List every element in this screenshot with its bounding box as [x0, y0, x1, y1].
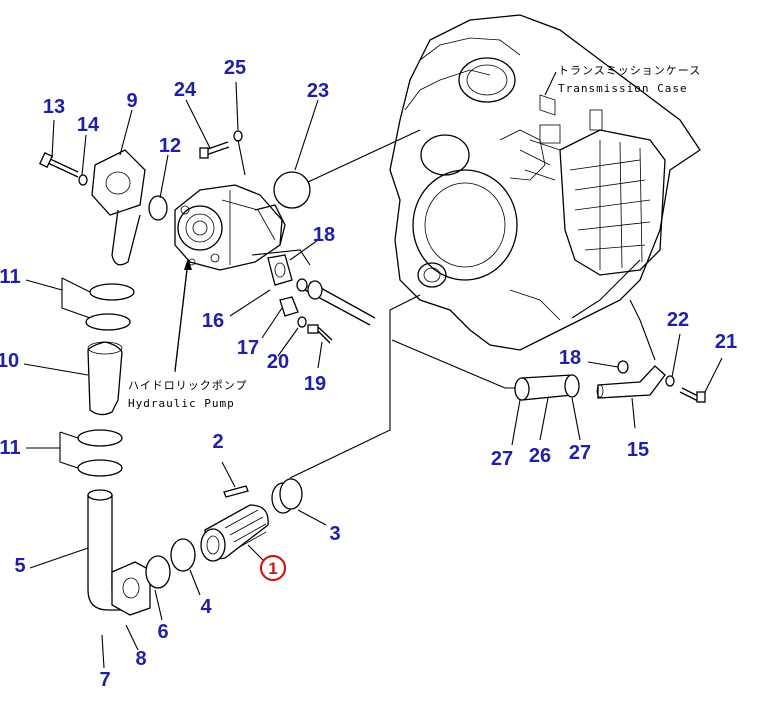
- callout-17: 17: [237, 337, 259, 359]
- callout-11-upper: 11: [0, 266, 21, 288]
- part-4-gasket: [170, 538, 196, 572]
- callout-15: 15: [627, 439, 649, 461]
- callout-20: 20: [267, 351, 289, 373]
- part-5-suction-pipe: [87, 489, 151, 616]
- callout-23: 23: [307, 80, 329, 102]
- part-11-clamp-lower: [77, 429, 123, 477]
- callout-9: 9: [126, 90, 137, 112]
- part-16-flange: [267, 254, 293, 286]
- callout-25: 25: [224, 57, 246, 79]
- part-24-bolt: [199, 141, 230, 159]
- part-6-gasket: [145, 555, 171, 589]
- part-2-pin: [223, 485, 249, 498]
- part-23-o-ring: [273, 171, 311, 209]
- callout-26: 26: [529, 445, 551, 467]
- part-14-washer: [78, 174, 88, 186]
- callout-4: 4: [200, 596, 212, 618]
- part-25-washer: [233, 130, 243, 142]
- callout-7: 7: [99, 669, 110, 691]
- part-15-pipe: [596, 365, 666, 399]
- part-19-bolt: [307, 324, 333, 344]
- callout-24: 24: [174, 79, 197, 101]
- part-18-o-ring: [296, 278, 308, 292]
- callout-22: 22: [667, 309, 689, 331]
- callout-19: 19: [304, 373, 326, 395]
- callout-3: 3: [329, 523, 340, 545]
- callout-27-left: 27: [491, 448, 513, 470]
- part-21-bolt: [679, 387, 706, 403]
- callout-16: 16: [202, 310, 224, 332]
- part-1-strainer: [200, 504, 269, 562]
- callout-5: 5: [14, 555, 25, 577]
- hydraulic-pump: [174, 184, 286, 271]
- callout-8: 8: [135, 648, 146, 670]
- pump-pipe: [304, 280, 376, 326]
- part-18-o-ring-right: [617, 360, 629, 374]
- callout-13: 13: [43, 96, 65, 118]
- part-13-bolt: [38, 152, 79, 178]
- part-26-hose: [514, 374, 580, 401]
- part-17-plate: [279, 296, 299, 317]
- part-9-elbow: [91, 149, 146, 266]
- callout-21: 21: [715, 331, 737, 353]
- callout-12: 12: [159, 135, 181, 157]
- pump-caption-en: Hydraulic Pump: [128, 397, 235, 410]
- part-10-hose: [87, 341, 123, 416]
- callout-1: 1: [268, 559, 277, 578]
- callout-18-left: 18: [313, 224, 335, 246]
- pump-caption-jp: ハイドロリックポンプ: [128, 379, 247, 392]
- callout-6: 6: [157, 621, 168, 643]
- part-3-o-rings: [271, 478, 303, 514]
- callout-14: 14: [77, 114, 100, 136]
- callout-18-right: 18: [559, 347, 581, 369]
- pump-arrow: [174, 261, 189, 373]
- pump-arrowhead: [184, 258, 192, 270]
- part-22-washer: [665, 375, 675, 387]
- part-20-washer: [297, 316, 307, 328]
- case-caption-jp: トランスミッションケース: [558, 64, 701, 77]
- part-11-clamp-upper: [85, 283, 135, 331]
- callout-2: 2: [212, 431, 223, 453]
- part-12-gasket: [148, 195, 168, 221]
- case-caption-en: Transmission Case: [558, 82, 688, 95]
- callout-27-right: 27: [569, 442, 591, 464]
- callout-10: 10: [0, 350, 19, 372]
- part-1-highlight-circle: [259, 554, 287, 582]
- callout-11-lower: 11: [0, 437, 21, 459]
- transmission-case: [389, 14, 701, 351]
